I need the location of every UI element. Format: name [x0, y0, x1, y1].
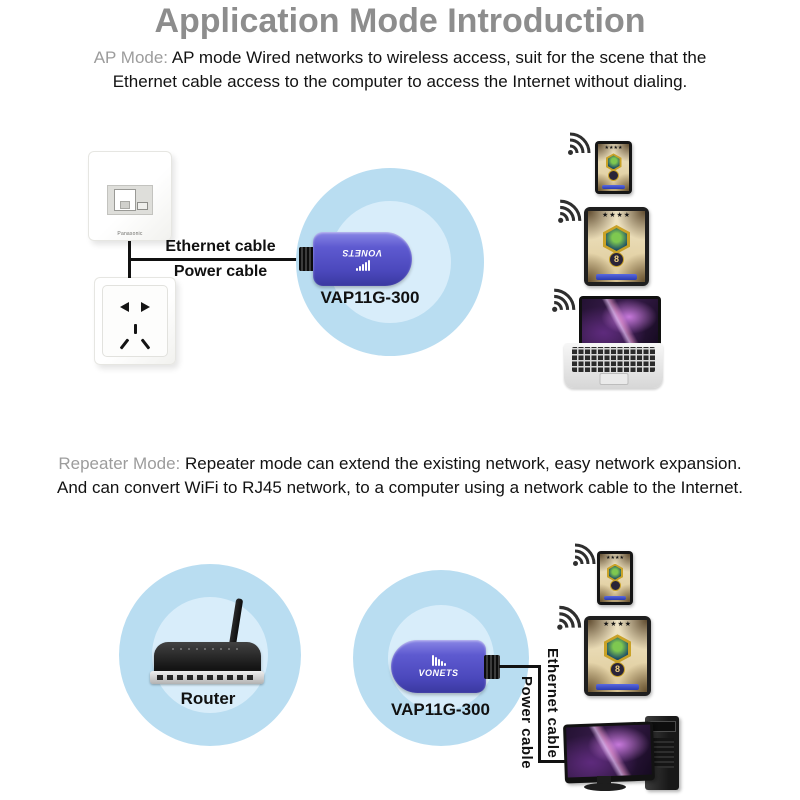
repeater-ethernet-cable-label: Ethernet cable: [544, 648, 561, 759]
repeater-power-cable-label: Power cable: [518, 676, 535, 770]
mini-port-icon: [137, 202, 148, 211]
vap-usb-connector: [299, 247, 316, 271]
tablet: ★★★★ 8: [584, 616, 651, 696]
page-title: Application Mode Introduction: [154, 2, 646, 40]
rank-banner: [595, 274, 638, 280]
repeater-cable-horizontal: [499, 665, 541, 668]
rank-number: [609, 580, 621, 592]
rank-medal-icon: [605, 153, 622, 172]
tablet-game-screen: ★★★★ 8: [588, 620, 647, 692]
wall-plate-brand: Panasonic: [117, 231, 143, 237]
repeater-cable-to-pc: [538, 760, 568, 763]
router-label: Router: [180, 689, 236, 708]
socket-slot-left-icon: [120, 302, 129, 312]
vap-usb-connector: [484, 655, 500, 679]
signal-bars-icon: [431, 655, 446, 666]
wifi-icon: [558, 199, 582, 223]
wifi-icon: [573, 543, 596, 566]
rank-stars: ★★★★: [604, 145, 623, 151]
ap-mode-paragraph: AP Mode: AP mode Wired networks to wirel…: [0, 46, 800, 94]
ap-ethernet-cable-label: Ethernet cable: [165, 238, 276, 255]
router-body: [154, 642, 261, 675]
phone-game-screen: ★★★★: [598, 144, 629, 191]
ap-mode-label: AP Mode:: [93, 48, 169, 67]
tablet-game-screen: ★★★★ 8: [588, 211, 645, 282]
repeater-mode-line2: And can convert WiFi to RJ45 network, to…: [56, 478, 743, 497]
smartphone: ★★★★: [595, 141, 632, 194]
rank-banner: [604, 595, 626, 600]
vap-brand-logo: VONETS: [342, 247, 383, 258]
repeater-mode-line1: Repeater mode can extend the existing ne…: [185, 454, 742, 473]
repeater-cable-vertical: [538, 665, 541, 763]
socket-slot-bottom-right-icon: [140, 338, 151, 350]
laptop-keyboard: [572, 347, 655, 372]
rank-number: 8: [609, 252, 624, 267]
vap-device: VONETS: [313, 232, 412, 286]
rank-medal-icon: [607, 563, 623, 582]
repeater-mode-paragraph: Repeater Mode: Repeater mode can extend …: [0, 452, 800, 500]
monitor-stand-neck: [597, 776, 611, 784]
ap-ethernet-power-cable: [128, 258, 302, 261]
rank-number: [608, 169, 619, 181]
rank-stars: ★★★★: [601, 212, 632, 219]
smartphone: ★★★★: [597, 551, 633, 605]
rank-medal-icon: [603, 225, 630, 254]
laptop-trackpad: [599, 373, 628, 385]
wifi-icon: [568, 132, 591, 155]
vap-device: VONETS: [391, 640, 486, 693]
wifi-icon: [557, 605, 582, 630]
ap-power-cable-label: Power cable: [173, 263, 268, 280]
rank-stars: ★★★★: [602, 621, 633, 628]
socket-slot-middle-icon: [134, 324, 137, 334]
router-front-panel: [150, 671, 264, 684]
signal-bars-icon: [355, 259, 370, 271]
power-socket-face: [102, 285, 168, 357]
ap-mode-line2: Ethernet cable access to the computer to…: [112, 72, 688, 91]
socket-slot-right-icon: [141, 302, 150, 312]
laptop-screen: [579, 296, 661, 349]
wifi-icon: [552, 288, 576, 312]
ap-mode-line1: AP mode Wired networks to wireless acces…: [171, 48, 707, 67]
monitor-game-art: [566, 724, 652, 778]
rank-banner: [602, 184, 625, 189]
vap-device-label: VAP11G-300: [320, 288, 420, 307]
desktop-monitor: [562, 721, 656, 784]
phone-game-screen: ★★★★: [600, 554, 630, 602]
rj45-port-icon: [114, 189, 136, 212]
rank-banner: [596, 683, 639, 690]
rank-number: 8: [610, 661, 625, 677]
power-socket: [94, 277, 176, 365]
socket-slot-bottom-left-icon: [119, 338, 130, 350]
rank-medal-icon: [604, 634, 631, 664]
vap-brand-logo: VONETS: [418, 668, 459, 678]
repeater-mode-label: Repeater Mode:: [58, 454, 181, 473]
laptop-game-art: [582, 299, 658, 346]
vap-device-label: VAP11G-300: [391, 700, 490, 719]
rank-stars: ★★★★: [606, 555, 624, 561]
tablet: ★★★★ 8: [584, 207, 649, 286]
laptop-base: [564, 343, 663, 388]
monitor-stand-base: [584, 783, 626, 791]
rj45-wall-jack: [107, 185, 153, 216]
ethernet-wall-plate: Panasonic: [88, 151, 172, 241]
